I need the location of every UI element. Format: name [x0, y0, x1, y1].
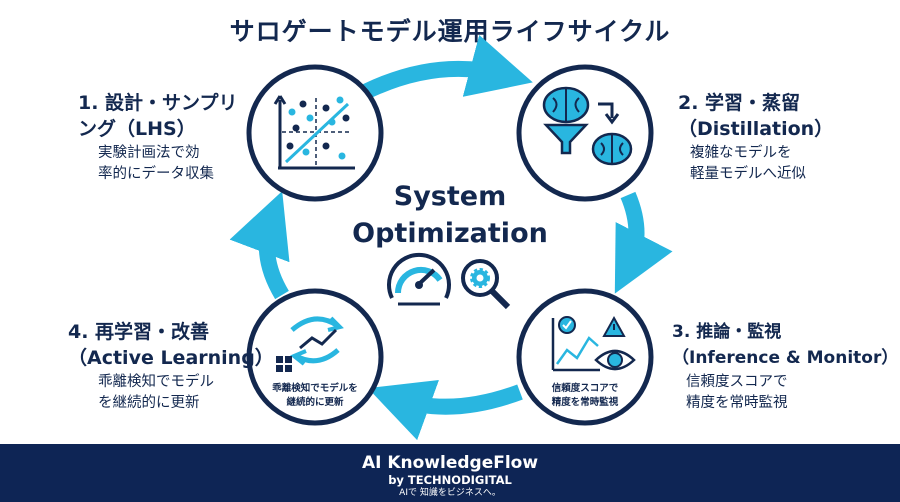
center-label: System Optimization [335, 178, 565, 252]
cycle-arrows-icon [290, 316, 344, 366]
stage-3-title-line-2: （Inference & Monitor） [672, 348, 899, 368]
inference-circle-label-1: 信頼度スコアで [552, 382, 619, 394]
center-label-line-1: System [393, 181, 507, 212]
active-circle-label-1: 乖離検知でモデルを [272, 382, 358, 394]
stage-3-title: 3. 推論・監視 （Inference & Monitor） [672, 319, 898, 371]
stage-4-description: 乖離検知でモデル を継続的に更新 [98, 372, 214, 414]
stage-1-title-line-2: ング（LHS） [78, 118, 196, 140]
stage-2-title: 2. 学習・蒸留 （Distillation） [678, 90, 833, 142]
center-label-line-2: Optimization [352, 218, 548, 249]
stage-circle-inference: 信頼度スコアで 精度を常時監視 [516, 288, 654, 426]
arrow-top [346, 35, 533, 107]
stage-4-title-line-1: 4. 再学習・改善 [68, 321, 210, 343]
stage-circle-distillation [516, 64, 654, 202]
active-circle-label-2: 継続的に更新 [286, 396, 344, 408]
stage-2-desc-line-2: 軽量モデルへ近似 [690, 166, 806, 182]
stage-4-title: 4. 再学習・改善 （Active Learning） [68, 319, 274, 371]
lifecycle-diagram: 信頼度スコアで 精度を常時監視 乖離検知でモデルを 継続的に更新 [229, 35, 673, 441]
stage-2-description: 複雑なモデルを 軽量モデルへ近似 [690, 143, 806, 185]
stage-4-desc-line-2: を継続的に更新 [98, 395, 200, 411]
brain-icon [591, 132, 633, 166]
gear-search-icon [461, 259, 511, 310]
stage-3-title-line-1: 3. 推論・監視 [672, 322, 782, 342]
stage-3-desc-line-2: 精度を常時監視 [686, 395, 788, 411]
stage-4-title-line-2: （Active Learning） [68, 347, 274, 369]
scatter-plot-icon [273, 95, 355, 170]
stage-circle-active-learning: 乖離検知でモデルを 継続的に更新 [246, 288, 384, 426]
page-title: サロゲートモデル運用ライフサイクル [229, 17, 671, 46]
stage-2-title-line-1: 2. 学習・蒸留 [678, 92, 801, 114]
stage-1-desc-line-1: 実験計画法で効 [98, 145, 200, 161]
stage-2-title-line-2: （Distillation） [678, 118, 834, 140]
arrow-right [614, 191, 673, 294]
brain-funnel-icon [542, 86, 590, 155]
stage-4-desc-line-1: 乖離検知でモデル [98, 374, 214, 390]
stage-1-description: 実験計画法で効 率的にデータ収集 [98, 143, 214, 185]
stage-1-desc-line-2: 率的にデータ収集 [98, 166, 214, 182]
arrow-bottom [367, 379, 523, 441]
stage-2-desc-line-1: 複雑なモデルを [690, 145, 792, 161]
stage-1-title: 1. 設計・サンプリ ング（LHS） [78, 90, 237, 142]
stage-3-desc-line-1: 信頼度スコアで [686, 374, 788, 390]
stage-3-description: 信頼度スコアで 精度を常時監視 [686, 372, 788, 414]
footer-bar: AI KnowledgeFlow by TECHNODIGITAL AIで 知識… [0, 444, 900, 502]
gauge-icon [387, 253, 451, 306]
arrow-left [229, 191, 290, 300]
footer-brand: AI KnowledgeFlow [361, 453, 539, 473]
eye-icon [594, 349, 636, 371]
stage-circle-design [246, 64, 384, 202]
inference-circle-label-2: 精度を常時監視 [552, 396, 619, 408]
stage-1-title-line-1: 1. 設計・サンプリ [78, 92, 238, 114]
footer-by: by TECHNODIGITAL [388, 473, 512, 487]
grid-icon [276, 356, 292, 372]
line-chart-warning-icon [551, 315, 626, 372]
footer-tagline: AIで 知識をビジネスへ。 [399, 488, 501, 498]
